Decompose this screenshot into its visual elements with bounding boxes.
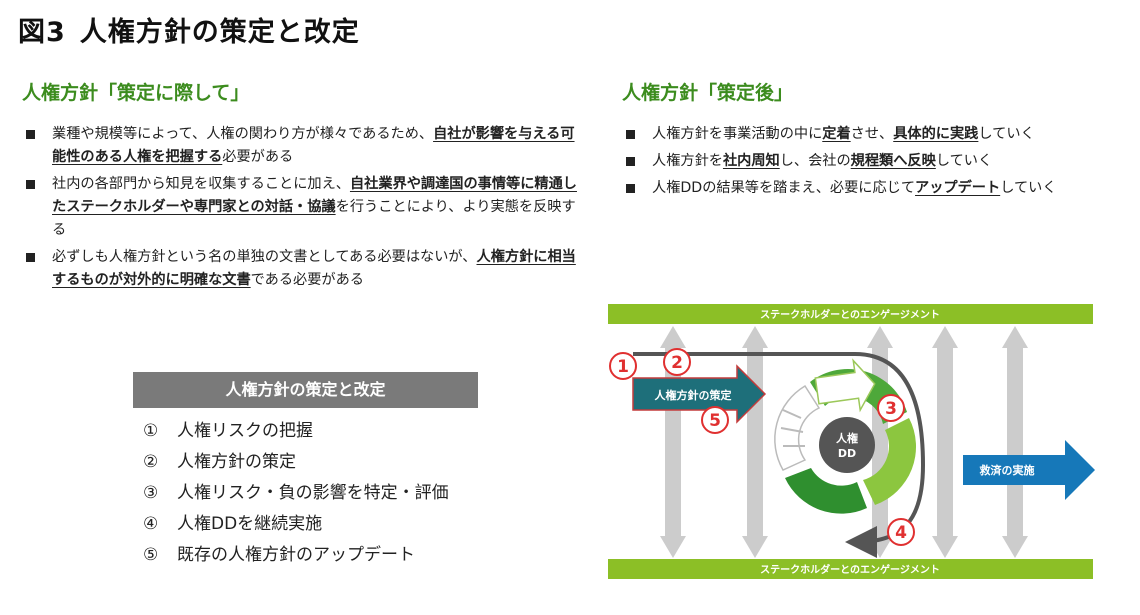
process-steps-list: ① 人権リスクの把握 ② 人権方針の策定 ③ 人権リスク・負の影響を特定・評価 ④ 人権DDを…	[133, 408, 478, 571]
emphasis-text: 具体的に実践	[893, 126, 979, 142]
after-bullet-2: 人権方針を社内周知し、会社の規程類へ反映していく	[622, 150, 1122, 173]
emphasis-text: 定着	[822, 126, 851, 142]
engagement-cycle-diagram: ステークホルダーとのエンゲージメント ステークホルダーとのエンゲージメント 人権…	[605, 300, 1095, 585]
process-step-5: ⑤ 既存の人権方針のアップデート	[143, 540, 478, 571]
emphasis-text: 人権方針に相当するものが対外的に明確な文書	[52, 249, 576, 288]
step-marker-3	[877, 394, 905, 422]
step-marker-4	[887, 518, 915, 546]
bullet-text: 人権方針を事業活動の中に	[652, 126, 823, 142]
emphasis-text: 社内周知	[722, 153, 780, 169]
cycle-arrow-top	[814, 358, 876, 413]
remedy-arrow-label: 救済の実施	[980, 463, 1035, 477]
emphasis-text: 規程類へ反映	[850, 153, 936, 169]
bullet-list-before: 業種や規模等によって、人権の関わり方が様々であるため、自社が影響を与える可能性の…	[22, 123, 577, 296]
remedy-arrow	[963, 440, 1095, 500]
bullet-text: 必要がある	[222, 149, 294, 165]
step-markers: 1 2 3 4 5	[609, 348, 915, 546]
process-step-label: 既存の人権方針のアップデート	[177, 545, 415, 565]
engagement-band-top-label: ステークホルダーとのエンゲージメント	[760, 308, 940, 321]
bullet-text: である必要がある	[250, 272, 364, 288]
process-steps-box: 人権方針の策定と改定 ① 人権リスクの把握 ② 人権方針の策定 ③ 人権リスク・負の影響を…	[133, 372, 478, 571]
process-step-label: 人権DDを継続実施	[177, 514, 323, 534]
process-step-label: 人権リスク・負の影響を特定・評価	[177, 483, 449, 503]
emphasis-text: 自社が影響を与える可能性のある人権を把握する	[52, 126, 575, 165]
process-step-label: 人権リスクの把握	[177, 421, 313, 441]
engagement-double-arrow	[1002, 326, 1028, 558]
bullet-text: し、会社の	[779, 153, 851, 169]
process-step-number: ⑤	[143, 545, 159, 565]
process-step-number: ③	[143, 483, 159, 503]
bullet-text: 人権DDの結果等を踏まえ、必要に応じて	[652, 180, 916, 196]
step-marker-label: 1	[617, 357, 629, 377]
process-step-label: 人権方針の策定	[177, 452, 296, 472]
bullet-text: 業種や規模等によって、人権の関わり方が様々であるため、	[52, 126, 434, 142]
step-marker-1	[609, 352, 637, 380]
dd-hub-label-line1: 人権	[836, 431, 858, 445]
process-step-2: ② 人権方針の策定	[143, 447, 478, 478]
after-bullet-3: 人権DDの結果等を踏まえ、必要に応じてアップデートしていく	[622, 177, 1122, 200]
engagement-band-bottom	[608, 559, 1093, 579]
step-marker-label: 5	[709, 411, 721, 431]
cycle-segment-assess	[863, 418, 917, 505]
step-marker-5	[701, 406, 729, 434]
section-title-before: 人権方針「策定に際して」	[22, 82, 250, 104]
bullet-text: していく	[935, 153, 993, 169]
dd-cycle: 人権 DD	[774, 358, 917, 514]
step-marker-2	[663, 348, 691, 376]
section-title-after: 人権方針「策定後」	[622, 82, 794, 104]
figure-title: 図3 人権方針の策定と改定	[18, 10, 360, 49]
before-bullet-3: 必ずしも人権方針という名の単独の文書としてある必要はないが、人権方針に相当するも…	[22, 246, 577, 292]
engagement-double-arrow	[932, 326, 958, 558]
step-marker-label: 2	[671, 353, 683, 373]
cycle-segment-white-ridges	[780, 409, 805, 447]
engagement-double-arrow	[742, 326, 768, 558]
before-bullet-1: 業種や規模等によって、人権の関わり方が様々であるため、自社が影響を与える可能性の…	[22, 123, 577, 169]
bullet-text: 必ずしも人権方針という名の単独の文書としてある必要はないが、	[52, 249, 477, 265]
emphasis-text: アップデート	[915, 180, 1001, 196]
process-step-4: ④ 人権DDを継続実施	[143, 509, 478, 540]
process-step-3: ③ 人権リスク・負の影響を特定・評価	[143, 478, 478, 509]
bullet-text: していく	[978, 126, 1035, 142]
bullet-list-after: 人権方針を事業活動の中に定着させ、具体的に実践していく人権方針を社内周知し、会社…	[622, 123, 1122, 204]
dd-hub-label-line2: DD	[838, 447, 856, 460]
step-marker-label: 3	[885, 399, 897, 419]
cycle-diagram-svg: ステークホルダーとのエンゲージメント ステークホルダーとのエンゲージメント 人権…	[608, 304, 1095, 579]
process-step-number: ④	[143, 514, 159, 534]
figure-number: 図3	[18, 17, 66, 48]
figure-title-text: 人権方針の策定と改定	[79, 17, 360, 48]
policy-arrow-label: 人権方針の策定	[655, 388, 732, 402]
process-steps-heading: 人権方針の策定と改定	[133, 372, 478, 408]
bullet-text: させ、	[850, 126, 894, 142]
engagement-band-top	[608, 304, 1093, 324]
bullet-text: 社内の各部門から知見を収集することに加え、	[52, 176, 350, 192]
cycle-segment-act	[785, 468, 867, 514]
process-step-1: ① 人権リスクの把握	[143, 416, 478, 447]
cycle-segment-white	[774, 384, 821, 471]
dd-hub	[819, 417, 875, 473]
bullet-text: を行うことにより、より実態を反映する	[52, 199, 576, 238]
after-bullet-1: 人権方針を事業活動の中に定着させ、具体的に実践していく	[622, 123, 1122, 146]
process-step-number: ②	[143, 452, 159, 472]
before-bullet-2: 社内の各部門から知見を収集することに加え、自社業界や調達国の事情等に精通したステ…	[22, 173, 577, 242]
engagement-band-bottom-label: ステークホルダーとのエンゲージメント	[760, 563, 940, 576]
process-step-number: ①	[143, 421, 159, 441]
bullet-text: していく	[1000, 180, 1057, 196]
policy-arrow	[632, 364, 767, 424]
step-marker-label: 4	[895, 523, 907, 543]
bullet-text: 人権方針を	[652, 153, 723, 169]
emphasis-text: 自社業界や調達国の事情等に精通したステークホルダーや専門家との対話・協議	[52, 176, 577, 215]
